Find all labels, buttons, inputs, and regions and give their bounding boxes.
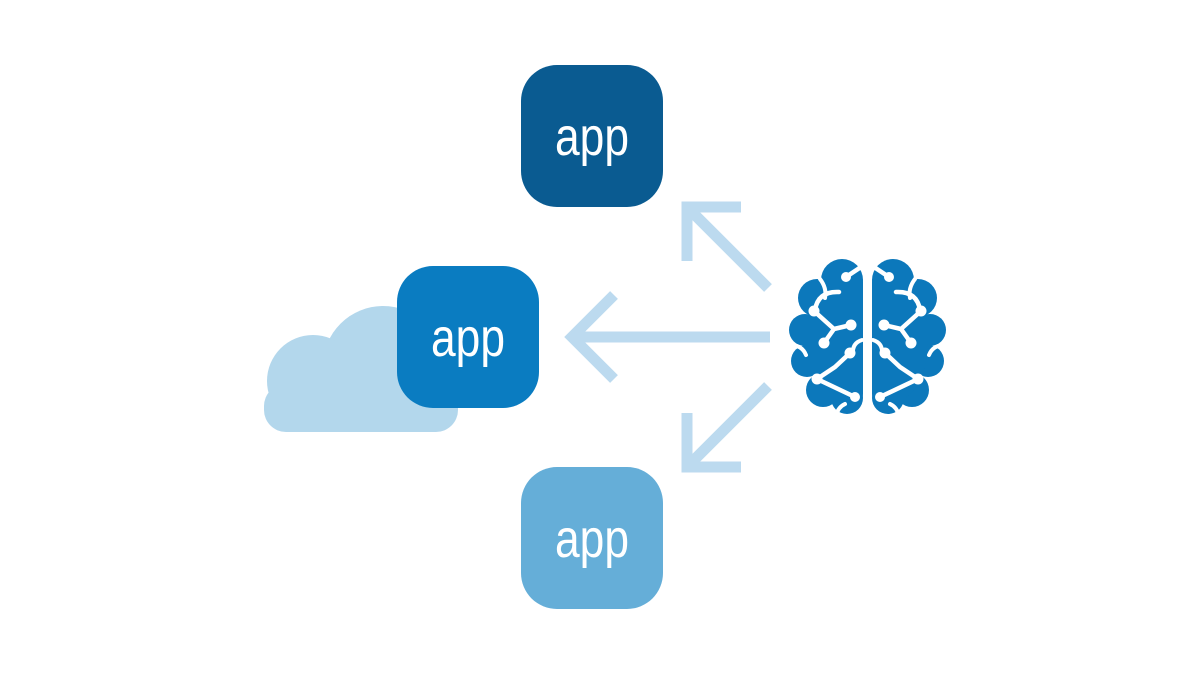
arrow-left-icon bbox=[564, 291, 770, 383]
app-node-middle: app bbox=[397, 266, 539, 408]
arrow-down-left-icon bbox=[681, 382, 772, 473]
brain-circuit-icon bbox=[788, 259, 946, 418]
brain-nodes bbox=[808, 272, 860, 402]
app-label-top: app bbox=[555, 107, 629, 167]
app-node-bottom: app bbox=[521, 467, 663, 609]
brain-hemisphere bbox=[788, 259, 864, 418]
app-box-top bbox=[521, 65, 663, 207]
app-box-middle bbox=[397, 266, 539, 408]
app-label-bottom: app bbox=[555, 509, 629, 569]
arrows-group bbox=[564, 201, 772, 473]
app-label-middle: app bbox=[431, 308, 505, 368]
arrow-up-left-icon bbox=[681, 201, 772, 292]
app-box-bottom bbox=[521, 467, 663, 609]
app-node-top: app bbox=[521, 65, 663, 207]
